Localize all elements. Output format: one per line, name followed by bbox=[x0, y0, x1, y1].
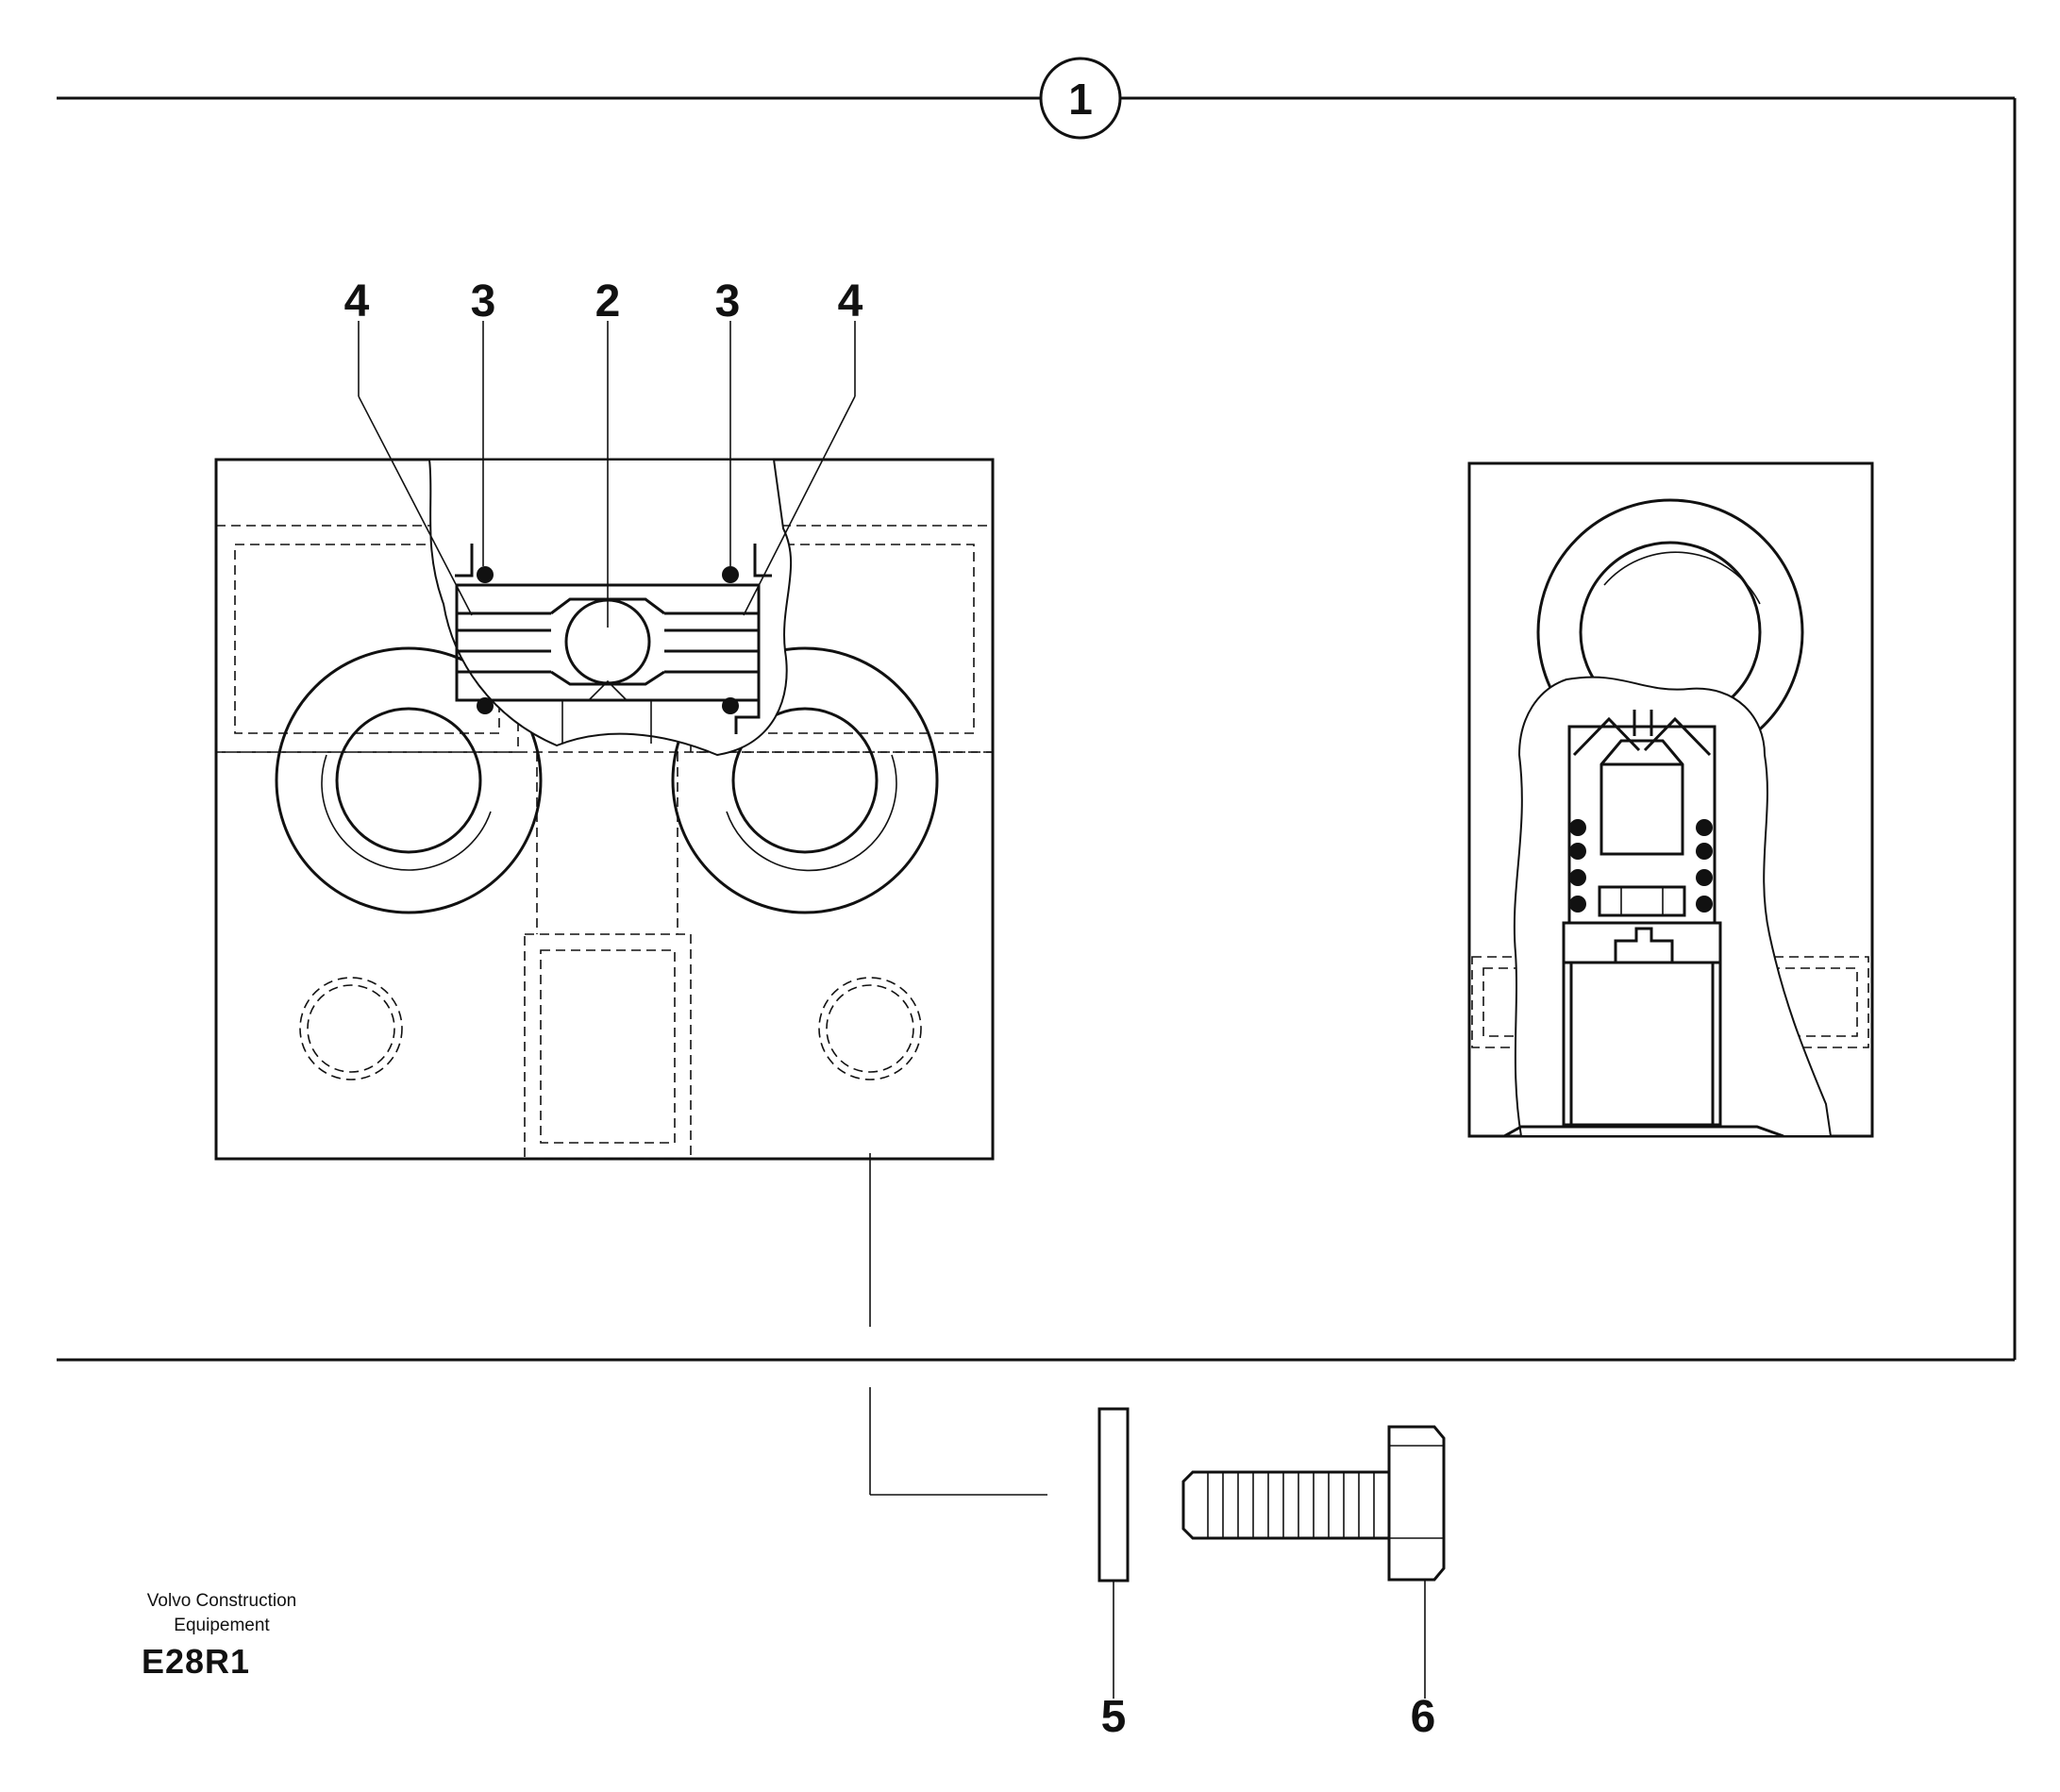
publisher-line-1: Volvo Construction bbox=[146, 1591, 297, 1611]
callout-1-label: 1 bbox=[1068, 75, 1093, 124]
callout-3-right: 3 bbox=[715, 276, 741, 327]
valve-block-front-view bbox=[214, 458, 995, 1161]
callout-5: 5 bbox=[1101, 1692, 1127, 1742]
callout-2: 2 bbox=[595, 276, 621, 327]
publisher-label: Volvo Construction Equipement bbox=[109, 1589, 335, 1638]
group-frame: 1 bbox=[57, 57, 2017, 1362]
callout-1-circle bbox=[1039, 57, 1122, 140]
callout-4-left: 4 bbox=[344, 276, 370, 327]
callouts-left-view: 4 3 2 3 4 bbox=[344, 276, 863, 628]
washer bbox=[1097, 1407, 1130, 1583]
drawing-code: E28R1 bbox=[142, 1642, 251, 1681]
seal-dot bbox=[722, 697, 739, 714]
callout-4-right: 4 bbox=[838, 276, 863, 327]
callout-6: 6 bbox=[1411, 1692, 1436, 1742]
seal-dot bbox=[477, 566, 494, 583]
mounting-hardware: 5 6 bbox=[869, 1153, 1446, 1742]
screw bbox=[1181, 1425, 1446, 1699]
seal-dot bbox=[477, 697, 494, 714]
valve-block-section-view bbox=[1467, 461, 1874, 1138]
callout-3-left: 3 bbox=[471, 276, 496, 327]
publisher-line-2: Equipement bbox=[174, 1616, 270, 1635]
seal-dot bbox=[722, 566, 739, 583]
